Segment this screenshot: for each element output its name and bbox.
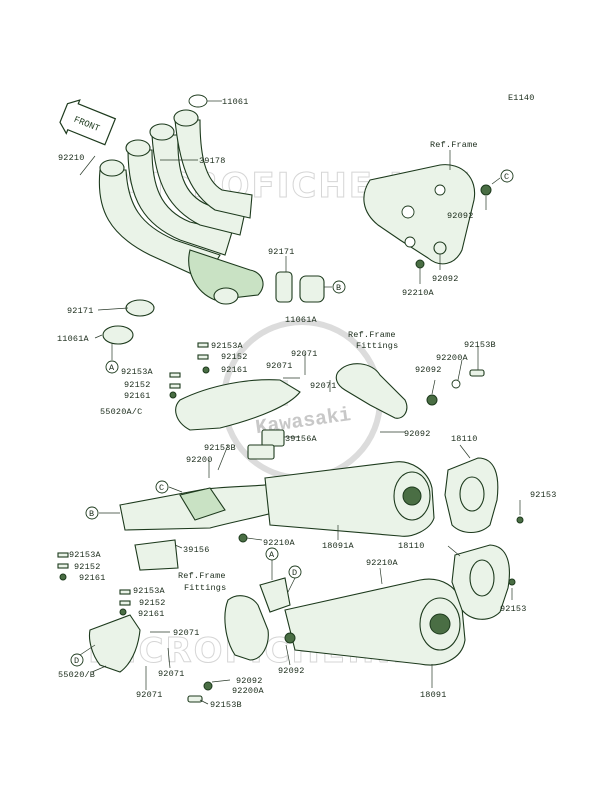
svg-text:92171: 92171	[67, 306, 94, 316]
svg-text:92161: 92161	[124, 391, 151, 401]
svg-text:92153A: 92153A	[121, 367, 154, 377]
mid-pipe	[119, 479, 303, 543]
svg-text:92153A: 92153A	[69, 550, 102, 560]
ref-frame-label: Ref.Frame	[430, 140, 478, 150]
svg-text:92153B: 92153B	[204, 443, 236, 453]
svg-text:11061: 11061	[222, 97, 249, 107]
gasket-ring	[188, 94, 208, 108]
svg-text:55020A/C: 55020A/C	[100, 407, 142, 417]
frame-bracket	[363, 164, 492, 269]
svg-text:92092: 92092	[447, 211, 474, 221]
leader-lines	[79, 100, 521, 705]
svg-text:92200A: 92200A	[436, 353, 469, 363]
svg-text:92210A: 92210A	[402, 288, 435, 298]
svg-text:92092: 92092	[432, 274, 459, 284]
svg-text:C: C	[159, 483, 164, 493]
svg-text:92092: 92092	[404, 429, 431, 439]
svg-text:92092: 92092	[236, 676, 263, 686]
svg-text:92153A: 92153A	[133, 586, 166, 596]
svg-text:18091: 18091	[420, 690, 447, 700]
svg-text:92153: 92153	[530, 490, 557, 500]
svg-text:55020/B: 55020/B	[58, 670, 95, 680]
header-pipe-assembly	[98, 109, 264, 305]
hardware-left-lower	[57, 552, 131, 616]
svg-text:11061A: 11061A	[285, 315, 318, 325]
front-arrow-icon: FRONT	[59, 99, 117, 146]
svg-text:11061A: 11061A	[57, 334, 90, 344]
svg-text:92161: 92161	[79, 573, 106, 583]
part-labels: 11061 92210 39178 92171 92171 11061A 110…	[57, 97, 557, 710]
upper-muffler	[264, 461, 435, 537]
ref-frame-fittings-upper-line1: Ref.Frame	[348, 330, 396, 340]
svg-text:92161: 92161	[221, 365, 248, 375]
svg-text:92071: 92071	[310, 381, 337, 391]
callout-b-mid: B	[85, 506, 120, 520]
svg-text:92153B: 92153B	[210, 700, 242, 710]
callout-c-mid: C	[155, 480, 183, 494]
svg-text:92092: 92092	[415, 365, 442, 375]
callout-c-top: C	[491, 169, 514, 185]
svg-text:92152: 92152	[221, 352, 248, 362]
callout-b-top: B	[324, 280, 346, 294]
svg-text:92153: 92153	[500, 604, 527, 614]
svg-text:92152: 92152	[74, 562, 101, 572]
callout-a-left: A	[105, 343, 119, 374]
svg-text:92200: 92200	[186, 455, 213, 465]
heat-guard-lower	[88, 614, 141, 673]
svg-text:D: D	[292, 568, 297, 578]
svg-text:39156: 39156	[183, 545, 210, 555]
lower-muffler-bracket	[187, 577, 291, 703]
svg-text:92071: 92071	[291, 349, 318, 359]
heat-guard-upper	[175, 379, 301, 460]
callout-d-lower: D	[70, 644, 96, 667]
svg-text:18110: 18110	[398, 541, 425, 551]
lower-muffler	[284, 578, 466, 666]
svg-text:92152: 92152	[139, 598, 166, 608]
svg-text:92200A: 92200A	[232, 686, 265, 696]
svg-text:18110: 18110	[451, 434, 478, 444]
clamp-assembly-right	[275, 271, 325, 303]
svg-text:39178: 39178	[199, 156, 226, 166]
svg-text:92171: 92171	[268, 247, 295, 257]
lower-end-cap	[451, 544, 516, 620]
svg-text:B: B	[336, 283, 341, 293]
svg-text:92153A: 92153A	[211, 341, 244, 351]
heat-shield-39156	[134, 539, 179, 571]
svg-text:92152: 92152	[124, 380, 151, 390]
svg-text:92092: 92092	[278, 666, 305, 676]
callout-d-mid: D	[287, 565, 302, 593]
ref-frame-fittings-upper-line2: Fittings	[356, 341, 398, 351]
clamp-assembly-left	[102, 299, 155, 345]
svg-text:A: A	[109, 363, 115, 373]
svg-text:92071: 92071	[158, 669, 185, 679]
svg-text:39156A: 39156A	[285, 434, 318, 444]
svg-text:18091A: 18091A	[322, 541, 355, 551]
callout-a-mid: A	[265, 547, 279, 580]
svg-text:92210A: 92210A	[366, 558, 399, 568]
svg-text:92071: 92071	[266, 361, 293, 371]
diagram-code: E1140	[508, 93, 535, 103]
svg-text:92071: 92071	[173, 628, 200, 638]
svg-text:D: D	[74, 656, 79, 666]
ref-frame-fittings-lower-line2: Fittings	[184, 583, 226, 593]
svg-text:92071: 92071	[136, 690, 163, 700]
svg-text:92153B: 92153B	[464, 340, 496, 350]
ref-frame-fittings-lower-line1: Ref.Frame	[178, 571, 226, 581]
svg-text:92161: 92161	[138, 609, 165, 619]
svg-text:C: C	[504, 172, 509, 182]
svg-text:A: A	[269, 550, 275, 560]
svg-text:92210: 92210	[58, 153, 85, 163]
upper-end-cap	[444, 457, 524, 534]
svg-text:92210A: 92210A	[263, 538, 296, 548]
svg-text:B: B	[89, 509, 94, 519]
hardware-left-upper	[169, 342, 210, 399]
upper-muffler-bracket	[335, 363, 485, 419]
